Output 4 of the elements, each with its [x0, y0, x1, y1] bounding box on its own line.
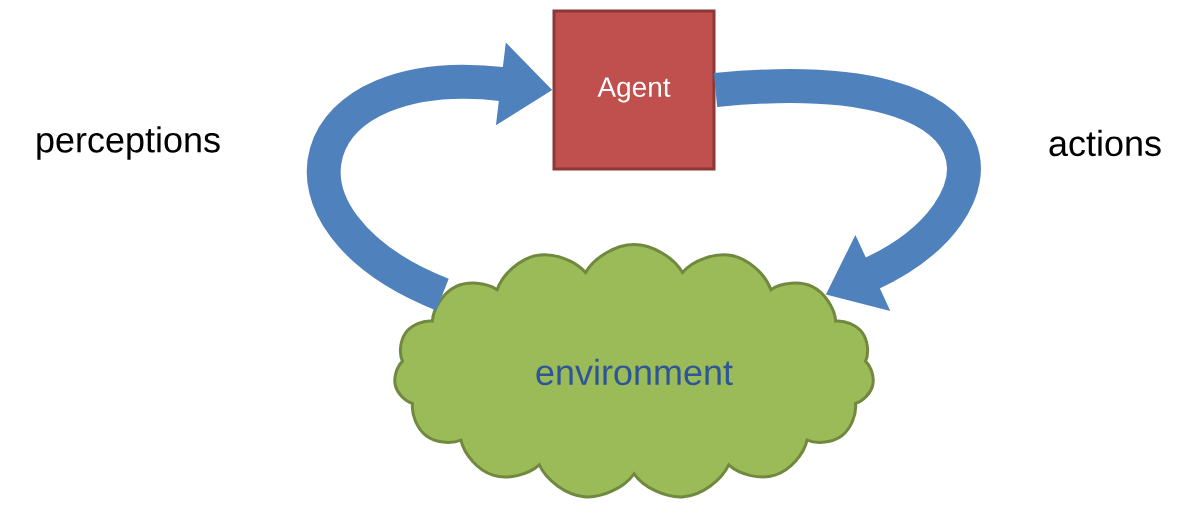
curved-arrow — [714, 69, 981, 311]
agent-box: Agent — [552, 9, 716, 171]
edge-label: perceptions — [37, 126, 220, 160]
edge-label: actions — [1049, 129, 1161, 157]
